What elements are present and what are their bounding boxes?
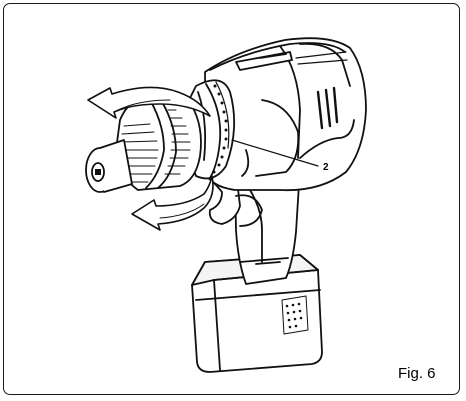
drill-body [204,37,367,192]
rotation-arrow-icon [87,86,211,119]
figure-frame [3,3,460,395]
chuck [85,98,202,193]
callout-leader [231,139,319,167]
battery-vent-grid [281,295,309,335]
chuck-grip-ridges [120,109,191,183]
figure-label: Fig. 6 [398,365,436,382]
torque-scale-marks [212,84,228,174]
callout-number: 2 [323,162,329,173]
rotation-arrow-icon [131,175,214,231]
